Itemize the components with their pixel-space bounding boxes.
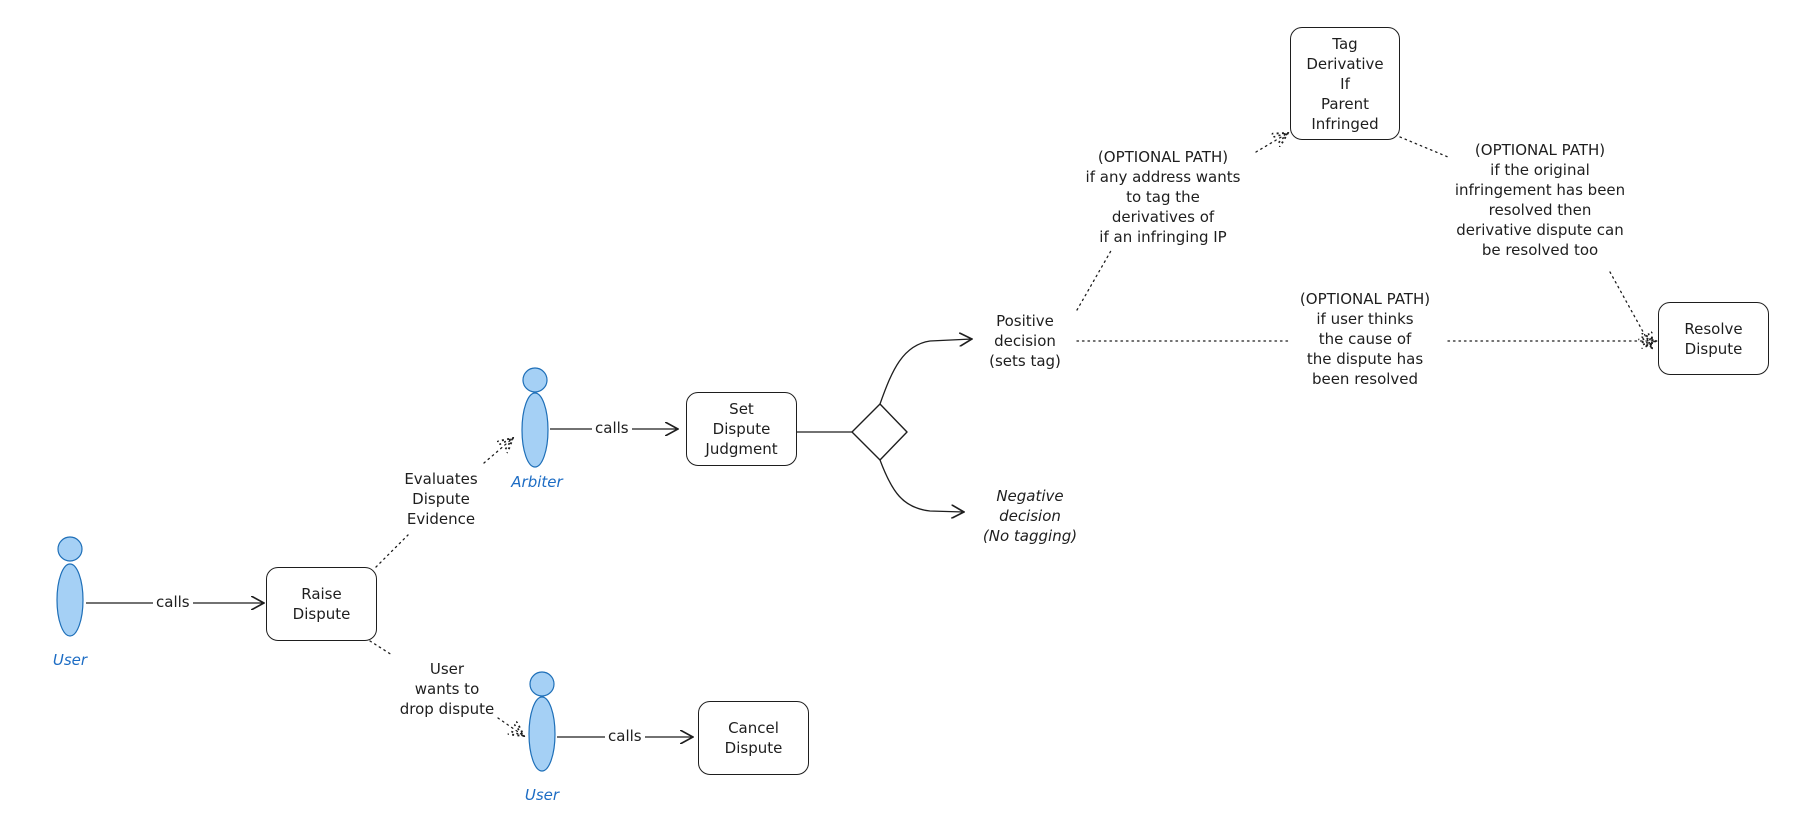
edge-decision-negative: [879, 459, 964, 512]
dotted-positive-to-tag: [1076, 248, 1113, 311]
resolve-dispute-node[interactable]: Resolve Dispute: [1658, 302, 1769, 375]
user-actor-figure: [56, 536, 84, 637]
dotted-optional-to-resolve: [1609, 271, 1652, 348]
edge-label-cancel-calls: calls: [605, 726, 645, 746]
optional-resolve-derivative-annotation: (OPTIONAL PATH) if the original infringe…: [1454, 141, 1626, 259]
set-dispute-judgment-node[interactable]: Set Dispute Judgment: [686, 392, 797, 466]
user-cancel-actor-figure: [528, 671, 556, 772]
user-wants-drop-annotation: User wants to drop dispute: [399, 660, 495, 718]
edge-decision-positive: [879, 339, 972, 405]
decision-diamond: [851, 403, 908, 461]
positive-decision-annotation: Positive decision (sets tag): [989, 312, 1061, 370]
optional-tag-annotation: (OPTIONAL PATH) if any address wants to …: [1085, 148, 1241, 246]
dotted-raise-to-user-cancel: [369, 640, 393, 656]
dotted-evidence-to-arbiter: [483, 438, 513, 464]
cancel-dispute-node[interactable]: Cancel Dispute: [698, 701, 809, 775]
arbiter-actor-figure: [521, 367, 549, 468]
dotted-drop-to-user-cancel: [497, 717, 524, 736]
edge-label-arbiter-calls: calls: [592, 418, 632, 438]
optional-resolve-user-annotation: (OPTIONAL PATH) if user thinks the cause…: [1299, 290, 1431, 388]
tag-derivative-node[interactable]: Tag Derivative If Parent Infringed: [1290, 27, 1400, 140]
raise-dispute-node[interactable]: Raise Dispute: [266, 567, 377, 641]
arbiter-actor-label: Arbiter: [511, 473, 563, 491]
edge-label-user-calls: calls: [153, 592, 193, 612]
dotted-optional-to-tag: [1255, 133, 1288, 153]
user-actor-label: User: [52, 651, 88, 669]
evaluates-evidence-annotation: Evaluates Dispute Evidence: [404, 470, 478, 528]
negative-decision-annotation: Negative decision (No tagging): [982, 487, 1078, 545]
user-cancel-actor-label: User: [524, 786, 560, 804]
dotted-raise-to-arbiter: [375, 534, 409, 568]
